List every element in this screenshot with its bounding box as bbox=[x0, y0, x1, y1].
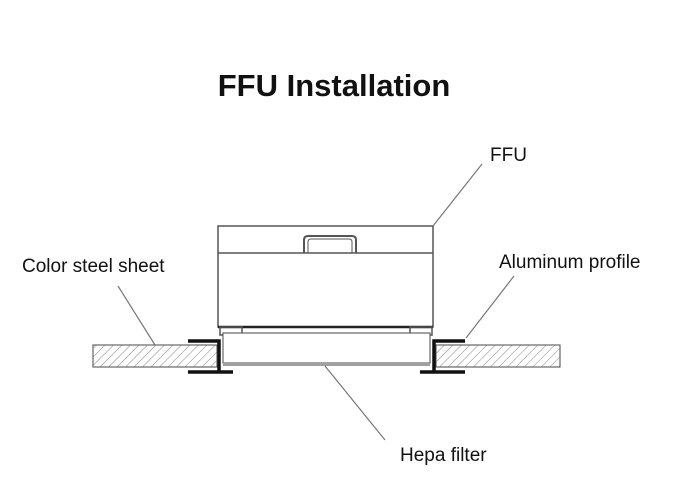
label-hepa-filter: Hepa filter bbox=[400, 445, 487, 466]
color-steel-sheet-left bbox=[92, 344, 218, 368]
leader-aluminum-profile bbox=[465, 275, 515, 339]
aluminum-profile-right bbox=[420, 339, 465, 374]
leader-ffu bbox=[432, 163, 483, 227]
ffu-unit bbox=[217, 225, 434, 336]
leader-lines bbox=[117, 163, 515, 441]
label-ffu: FFU bbox=[490, 145, 527, 166]
label-aluminum-profile: Aluminum profile bbox=[499, 252, 641, 273]
aluminum-profile-left bbox=[188, 339, 233, 374]
leader-color-steel-sheet bbox=[117, 285, 156, 346]
color-steel-sheet-right bbox=[435, 344, 561, 368]
label-color-steel-sheet: Color steel sheet bbox=[22, 256, 165, 277]
leader-hepa-filter bbox=[324, 365, 386, 441]
diagram-title: FFU Installation bbox=[218, 68, 451, 103]
hepa-filter bbox=[222, 332, 431, 366]
